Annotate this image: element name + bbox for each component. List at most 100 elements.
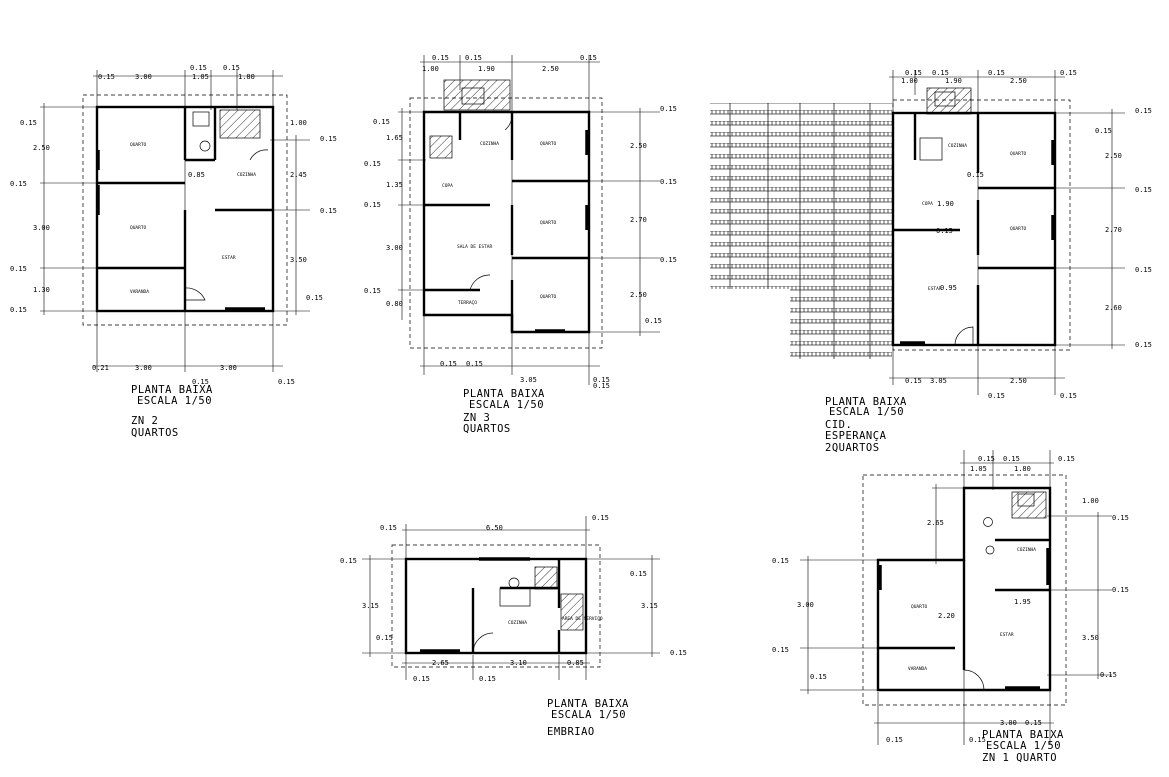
caption-scale: ESCALA 1/50 <box>137 395 212 407</box>
room-label: TERRAÇO <box>458 300 477 306</box>
dim-text: 0.15 <box>440 360 457 368</box>
dim-text: 0.15 <box>969 736 986 744</box>
room-label: QUARTO <box>540 220 557 226</box>
dimension-labels: 0.15 6.50 0.15 0.15 3.15 0.15 0.15 3.15 … <box>340 514 687 683</box>
dim-text: 1.35 <box>386 181 403 189</box>
room-label: QUARTO <box>540 294 557 300</box>
dim-text: 0.15 <box>223 64 240 72</box>
dim-text: 0.15 <box>10 306 27 314</box>
caption-title: PLANTA BAIXA <box>982 729 1064 741</box>
dim-text: 0.95 <box>940 284 957 292</box>
dim-text: 0.15 <box>1058 455 1075 463</box>
dim-text: 0.15 <box>810 673 827 681</box>
bathroom-fixture <box>919 137 943 161</box>
dim-text: 2.50 <box>630 291 647 299</box>
caption-title: PLANTA BAIXA <box>131 384 213 396</box>
caption-scale: ESCALA 1/50 <box>469 399 544 411</box>
toilet-icon <box>199 140 211 152</box>
plan-embriao: COZINHA AREA DE SERVIÇO 0.15 6.50 0.15 0… <box>340 514 687 738</box>
dim-text: 0.15 <box>645 317 662 325</box>
dim-text: 1.05 <box>192 73 209 81</box>
caption-model: EMBRIAO <box>547 726 595 738</box>
plan-zn3: COZINHA QUARTO COPA QUARTO SALA DE ESTAR… <box>364 54 677 435</box>
roof-outline <box>409 97 603 349</box>
pergola <box>710 103 892 359</box>
caption-type: QUARTOS <box>463 423 511 435</box>
caption-model: ZN 2 <box>131 415 158 427</box>
dim-text: 3.50 <box>1082 634 1099 642</box>
dim-text: 1.90 <box>945 77 962 85</box>
caption-model: ZN 3 <box>463 412 490 424</box>
plan-caption: PLANTA BAIXA ESCALA 1/50 ZN 2 QUARTOS <box>131 384 213 439</box>
dim-text: 1.05 <box>970 465 987 473</box>
dim-text: 0.15 <box>1060 69 1077 77</box>
dimension-lines <box>40 70 310 372</box>
dim-text: 3.05 <box>520 376 537 384</box>
dim-text: 3.50 <box>290 256 307 264</box>
dimension-labels: 0.15 1.00 0.15 1.90 2.50 0.15 0.15 1.65 … <box>364 54 677 390</box>
door-swing <box>184 287 206 301</box>
kitchen-counter <box>443 79 511 111</box>
dimension-lines <box>398 55 660 385</box>
dim-text: 3.00 <box>135 364 152 372</box>
caption-title: PLANTA BAIXA <box>547 698 629 710</box>
pergola-slats <box>710 103 892 289</box>
dim-text: 0.15 <box>1135 266 1152 274</box>
dim-text: 1.90 <box>478 65 495 73</box>
dim-text: 0.15 <box>670 649 687 657</box>
dim-text: 0.15 <box>10 265 27 273</box>
sink-icon <box>934 91 956 107</box>
room-label: COZINHA <box>237 172 256 178</box>
dim-text: 0.15 <box>190 64 207 72</box>
plan-caption: PLANTA BAIXA ESCALA 1/50 CID. ESPERANÇA … <box>825 396 907 454</box>
dim-text: 3.15 <box>362 602 379 610</box>
dim-text: 2.50 <box>1010 377 1027 385</box>
plan-esperanca: COZINHA QUARTO COPA QUARTO ESTAR 0.15 1.… <box>710 69 1152 454</box>
room-label: VARANDA <box>130 289 149 295</box>
room-label: QUARTO <box>130 225 147 231</box>
room-label: ESTAR <box>1000 632 1014 638</box>
dim-text: 3.15 <box>641 602 658 610</box>
dim-text: 0.15 <box>465 54 482 62</box>
dimension-lines <box>889 70 1125 395</box>
dim-text: 0.15 <box>772 646 789 654</box>
walls <box>404 557 588 655</box>
dim-text: 0.15 <box>364 287 381 295</box>
dim-text: 0.15 <box>988 392 1005 400</box>
dim-text: 0.15 <box>580 54 597 62</box>
dim-text: 0.15 <box>320 207 337 215</box>
dim-text: 0.15 <box>1095 127 1112 135</box>
dim-text: 0.80 <box>386 300 403 308</box>
caption-model: CID. <box>825 419 852 431</box>
dim-text: 2.50 <box>33 144 50 152</box>
room-label: COZINHA <box>508 620 527 626</box>
dim-text: 2.70 <box>630 216 647 224</box>
dim-text: 1.00 <box>1082 497 1099 505</box>
dim-text: 0.15 <box>20 119 37 127</box>
door-swing <box>249 149 269 161</box>
dim-text: 2.50 <box>1105 152 1122 160</box>
dim-text: 1.00 <box>422 65 439 73</box>
dim-text: 1.90 <box>937 200 954 208</box>
dim-text: 0.15 <box>376 634 393 642</box>
dim-text: 0.15 <box>306 294 323 302</box>
dim-text: 0.15 <box>373 118 390 126</box>
room-label: QUARTO <box>911 604 928 610</box>
door-swing <box>954 326 974 346</box>
dim-text: 2.20 <box>938 612 955 620</box>
room-label: ESTAR <box>222 255 236 261</box>
dim-text: 0.15 <box>978 455 995 463</box>
dim-text: 3.00 <box>33 224 50 232</box>
dim-text: 3.10 <box>510 659 527 667</box>
dim-text: 0.15 <box>593 382 610 390</box>
caption-scale: ESCALA 1/50 <box>551 709 626 721</box>
caption-scale: ESCALA 1/50 <box>829 406 904 418</box>
dim-text: 0.15 <box>1135 186 1152 194</box>
dim-text: 1.30 <box>33 286 50 294</box>
dim-text: 0.21 <box>92 364 109 372</box>
dim-text: 0.15 <box>278 378 295 386</box>
dimension-labels: 0.15 0.15 1.05 1.80 0.15 1.00 0.15 2.65 … <box>772 455 1129 744</box>
dim-text: 0.15 <box>1100 671 1117 679</box>
dim-text: 0.15 <box>905 69 922 77</box>
door-swing <box>472 632 494 654</box>
